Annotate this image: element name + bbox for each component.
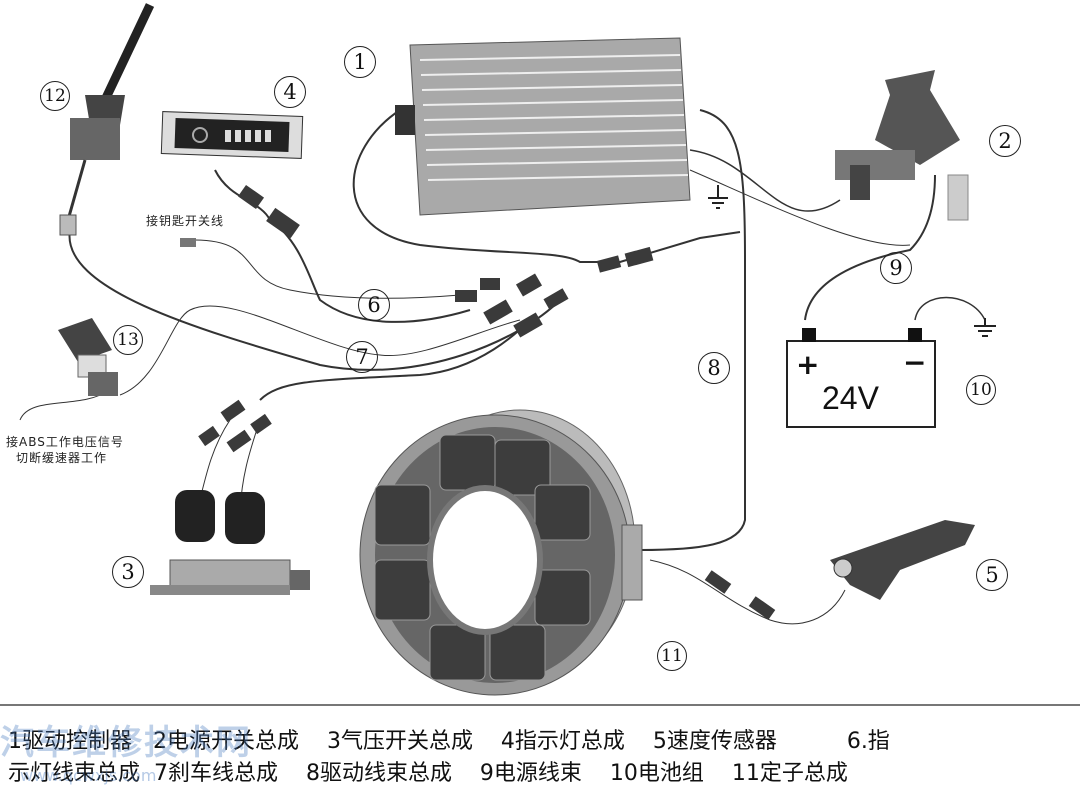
- label-9: 9: [880, 252, 912, 284]
- wire-power-9a: [689, 149, 841, 212]
- battery-minus: −: [903, 346, 927, 379]
- label-13: 13: [113, 325, 143, 355]
- label-12: 12: [40, 81, 70, 111]
- wire-drive-8: [639, 109, 746, 551]
- caption-line-2: 示灯线束总成 7刹车线总成 8驱动线束总成 9电源线束 10电池组 11定子总成: [8, 761, 848, 786]
- label-10: 10: [966, 375, 996, 405]
- power-switch-assembly: [835, 70, 969, 221]
- label-11: 11: [657, 641, 687, 671]
- drive-controller: [395, 37, 691, 216]
- stator-assembly: [359, 409, 643, 696]
- wire-13: [119, 305, 521, 396]
- air-pressure-switch: [150, 490, 310, 595]
- label-8: 8: [698, 352, 730, 384]
- battery-plus: +: [796, 348, 820, 381]
- wire-ground: [914, 296, 986, 321]
- label-2: 2: [989, 125, 1021, 157]
- handle-switch: [59, 3, 155, 236]
- watermark-name: 汽车维修技术网: [0, 723, 252, 763]
- battery-pack: + − 24V: [786, 328, 936, 428]
- label-6: 6: [358, 289, 390, 321]
- connectors: [180, 184, 776, 620]
- wire-harness-6: [352, 109, 741, 263]
- speed-sensor: [830, 520, 975, 600]
- caption-divider: [0, 704, 1080, 706]
- watermark-url: www.qcwxjs.com: [20, 766, 157, 785]
- wire-harness-12: [68, 229, 561, 371]
- label-4: 4: [274, 76, 306, 108]
- label-7: 7: [346, 341, 378, 373]
- wire-key-switch: [194, 239, 461, 299]
- label-3: 3: [112, 556, 144, 588]
- wire-speed-5: [649, 559, 846, 625]
- key-switch-note: 接钥匙开关线: [146, 214, 225, 228]
- label-1: 1: [344, 46, 376, 78]
- battery-voltage: 24V: [822, 380, 879, 416]
- caption-line-1: 1驱动控制器 2电源开关总成 3气压开关总成 4指示灯总成 5速度传感器 6.指: [8, 729, 890, 754]
- wire-brake-7: [259, 319, 531, 401]
- abs-note-line2: 切断缓速器工作: [16, 451, 108, 465]
- abs-note-line1: 接ABS工作电压信号: [6, 435, 124, 449]
- relay: [58, 318, 118, 396]
- wire-power-9b: [804, 174, 936, 321]
- negative-terminal: [908, 328, 922, 342]
- positive-terminal: [802, 328, 816, 342]
- ground-symbol: [708, 185, 996, 337]
- label-5: 5: [976, 559, 1008, 591]
- indicator-lamp: [160, 111, 304, 159]
- wiring-diagram: [19, 3, 996, 696]
- wire-power-9c: [689, 169, 911, 246]
